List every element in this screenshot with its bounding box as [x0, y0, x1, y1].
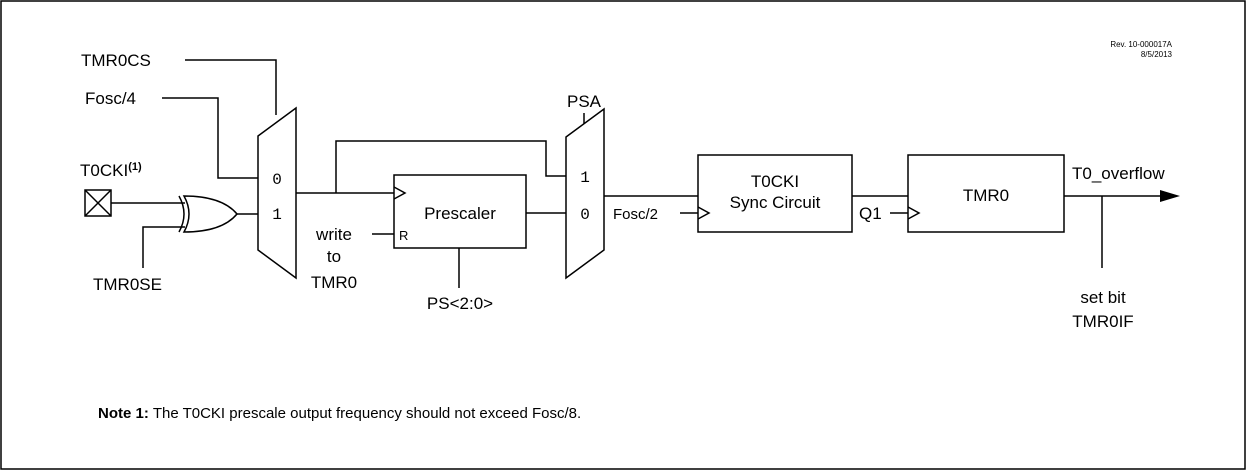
- tmr0se-wire: [142, 226, 185, 268]
- mux2-input-1: 1: [580, 169, 590, 187]
- prescaler-reset-label: R: [399, 228, 408, 243]
- mux1-input-1: 1: [272, 206, 282, 224]
- write-label-2: to: [327, 247, 341, 266]
- tmr0cs-label: TMR0CS: [81, 51, 151, 70]
- write-label-3: TMR0: [311, 273, 357, 292]
- tmr0se-label: TMR0SE: [93, 275, 162, 294]
- write-label-1: write: [315, 225, 352, 244]
- footnote: Note 1:The T0CKI prescale output frequen…: [98, 405, 581, 422]
- tmr0cs-wire: [185, 59, 277, 115]
- q1-label: Q1: [859, 204, 882, 223]
- mux1-input-0: 0: [272, 171, 282, 189]
- ps-label: PS<2:0>: [427, 294, 493, 313]
- sync-label-1: T0CKI: [751, 172, 799, 191]
- revision-date: 8/5/2013: [1141, 50, 1173, 59]
- mux2: [565, 107, 605, 280]
- revision-number: Rev. 10-000017A: [1110, 40, 1172, 49]
- set-bit-label-2: TMR0IF: [1072, 312, 1133, 331]
- mux1: [257, 106, 297, 280]
- tmr0-block: [907, 154, 1065, 233]
- xor-gate: [178, 195, 238, 233]
- overflow-arrow: [1160, 190, 1180, 202]
- t0cki-pin: [84, 189, 112, 217]
- fosc2-label: Fosc/2: [613, 206, 658, 223]
- fosc4-label: Fosc/4: [85, 89, 136, 108]
- psa-label: PSA: [567, 92, 602, 111]
- set-bit-label-1: set bit: [1080, 288, 1126, 307]
- bypass-wire: [335, 140, 566, 193]
- t0cki-label: T0CKI(1): [80, 161, 142, 180]
- sync-circuit-block: [697, 154, 853, 233]
- fosc4-wire: [162, 97, 258, 179]
- t0-overflow-label: T0_overflow: [1072, 164, 1165, 183]
- prescaler-block: [393, 174, 527, 249]
- prescaler-label: Prescaler: [424, 204, 496, 223]
- sync-label-2: Sync Circuit: [730, 193, 821, 212]
- tmr0-label: TMR0: [963, 186, 1009, 205]
- wires: [111, 59, 1180, 288]
- mux2-input-0: 0: [580, 206, 590, 224]
